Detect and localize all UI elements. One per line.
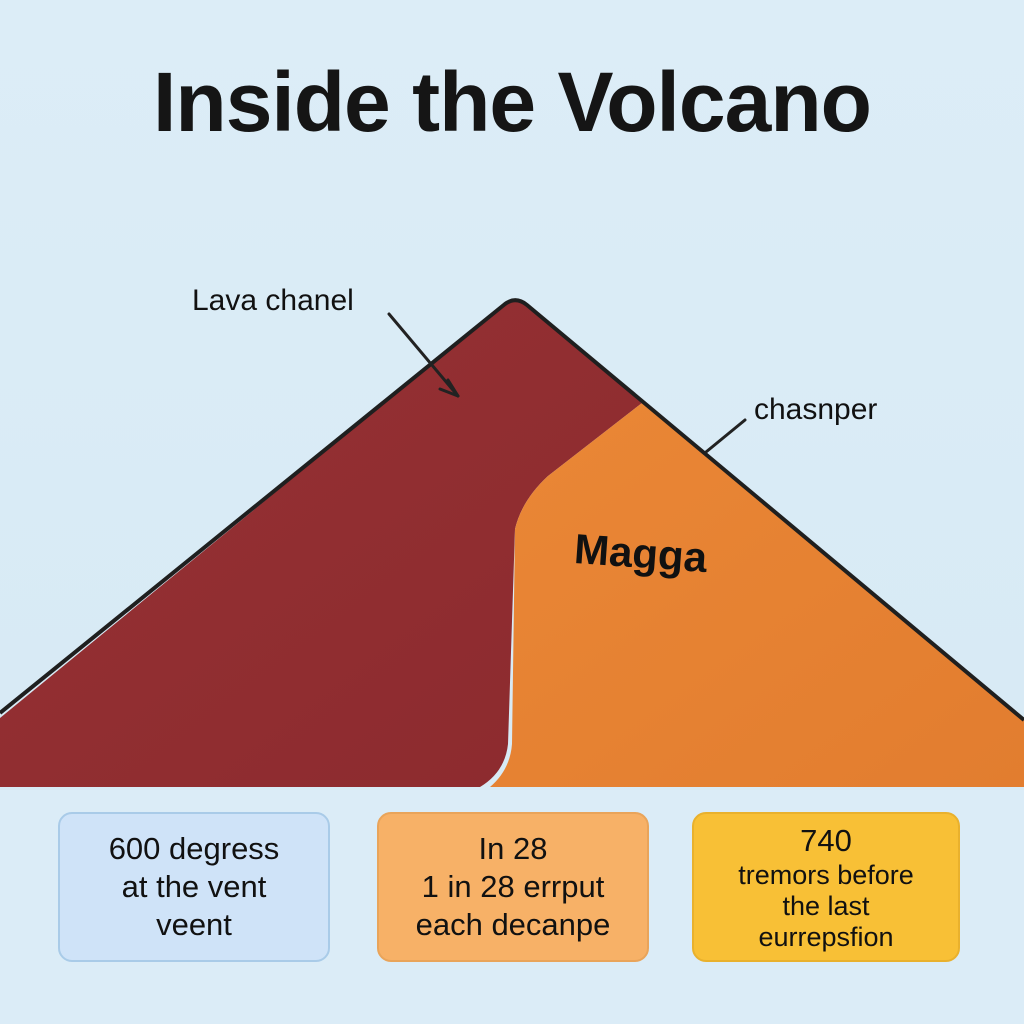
chamber-pointer [704,418,747,454]
lava-channel-region [0,300,642,787]
fact-card-temperature: 600 degress at the vent veent [58,812,330,962]
lava-channel-pointer [387,312,460,398]
fact-card-eruption-rate: In 28 1 in 28 errput each decanpe [377,812,649,962]
fact-card-line: at the vent [121,869,267,904]
fact-card-line: In 28 [478,831,548,866]
page-title: Inside the Volcano [153,55,872,149]
fact-card-tremors: 740 tremors before the last eurrepsfion [692,812,960,962]
magma-region [490,403,1024,787]
magma-label: Magga [572,525,709,582]
fact-card-line: 740 [800,822,852,858]
fact-card-line: tremors before [738,859,914,890]
lava-channel-label: Lava chanel [192,284,354,317]
volcano-outline [0,298,1024,722]
lava-channel-arrowhead [438,378,460,398]
fact-card-line: veent [156,907,232,942]
fact-card-line: 600 degress [108,831,280,866]
fact-card-line: eurrepsfion [758,921,894,952]
fact-card-line: the last [782,890,870,921]
fact-cards: 600 degress at the vent veent In 28 1 in… [0,790,1024,1024]
chamber-label: chasnper [754,393,878,426]
fact-card-line: each decanpe [415,907,611,942]
fact-card-line: 1 in 28 errput [421,869,605,904]
